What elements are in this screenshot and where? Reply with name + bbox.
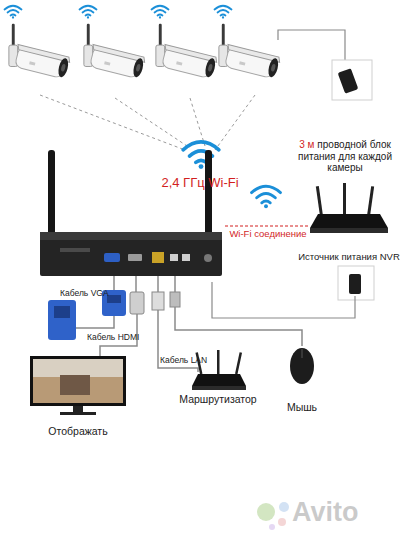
cable-label: Кабель VGA: [60, 289, 120, 299]
power-source-label: Источник питания NVR: [294, 252, 404, 263]
device-caption: Отображать: [22, 426, 134, 438]
cable-label: Кабель LAN: [160, 356, 220, 366]
device-caption: Мышь: [276, 402, 328, 414]
length-label: 3 м: [299, 139, 314, 150]
router-device: Маршрутизатор: [170, 346, 266, 406]
device-caption: Маршрутизатор: [170, 394, 266, 406]
cable-label: Кабель HDMI: [87, 333, 147, 343]
monitor-device: Отображать: [22, 352, 134, 438]
wifi-link-label: Wi-Fi соединение: [222, 229, 314, 240]
wifi-band-label: 2,4 ГГц Wi-Fi: [145, 176, 255, 191]
power-note: 3 мпроводной блок питания для каждой кам…: [287, 139, 403, 174]
watermark: Avito: [292, 497, 402, 528]
mouse-device: Мышь: [276, 344, 328, 414]
